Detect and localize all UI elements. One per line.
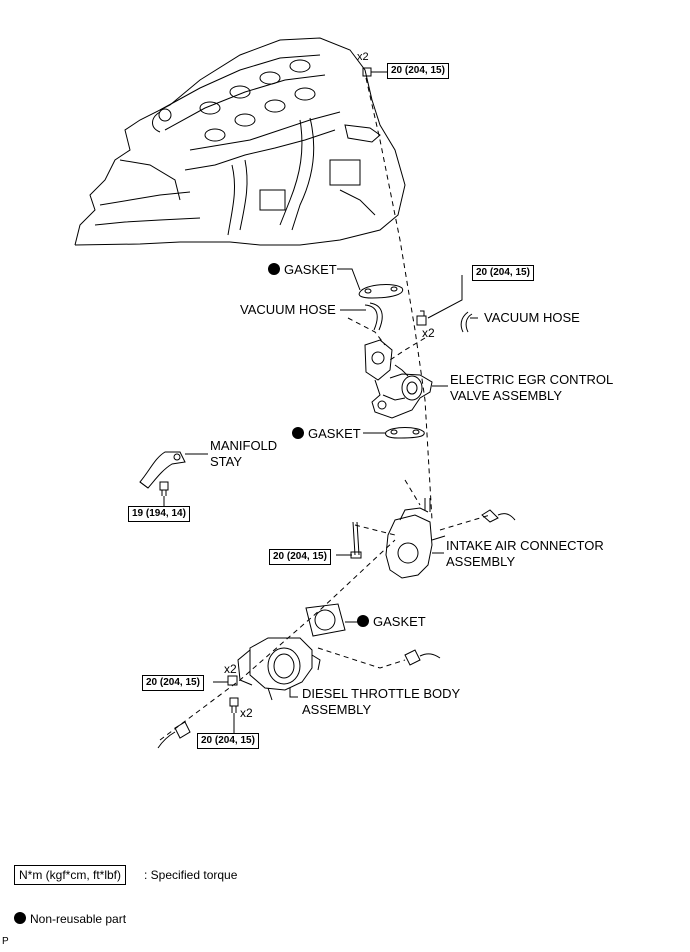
vacuum-hose-left-label: VACUUM HOSE	[240, 302, 336, 317]
throttle-nut-quantity: x2	[224, 662, 237, 676]
legend-torque-text: : Specified torque	[144, 868, 238, 882]
throttle-bolt-quantity: x2	[240, 706, 253, 720]
alignment-lines	[159, 77, 491, 741]
legend-nonreusable: Non-reusable part	[14, 911, 126, 927]
throttle-connector-illustration	[404, 649, 441, 666]
egr-bolt-quantity: x2	[422, 326, 435, 340]
nonreusable-marker-icon	[14, 912, 26, 924]
intake-connector-label-line1: INTAKE AIR CONNECTOR	[446, 538, 604, 553]
throttle-hose-illustration	[157, 721, 191, 749]
nonreusable-marker-icon	[292, 427, 304, 439]
nonreusable-marker-icon	[268, 263, 280, 275]
gasket-top-illustration	[358, 284, 404, 299]
throttle-nut-illustration	[227, 675, 238, 686]
egr-valve-illustration	[364, 339, 433, 419]
manifold-stay-label-line2: STAY	[210, 454, 243, 469]
egr-valve-label-line2: VALVE ASSEMBLY	[450, 388, 562, 403]
corner-mark: P	[2, 936, 9, 947]
manifold-stay-illustration	[139, 451, 186, 489]
throttle-body-label-line2: ASSEMBLY	[302, 702, 372, 717]
throttle-bolt-illustration	[229, 697, 239, 713]
top-nut-torque-spec: 20 (204, 15)	[387, 63, 449, 79]
gasket-bottom-illustration	[305, 603, 346, 637]
throttle-bolt-torque-spec: 20 (204, 15)	[197, 733, 259, 749]
vacuum-hose-right-illustration	[460, 311, 473, 333]
throttle-body-label-line1: DIESEL THROTTLE BODY	[302, 686, 461, 701]
egr-bolt-illustration	[416, 310, 427, 326]
nonreusable-marker-icon	[357, 615, 369, 627]
sensor-connector-illustration	[481, 509, 516, 523]
leader-lines	[163, 71, 478, 733]
vacuum-hose-right-label: VACUUM HOSE	[484, 310, 580, 325]
gasket-mid-label: GASKET	[292, 426, 361, 442]
gasket-mid-illustration	[385, 427, 425, 439]
intake-bolt-torque-spec: 20 (204, 15)	[269, 549, 331, 565]
manifold-stay-bolt-illustration	[159, 481, 169, 496]
vacuum-hose-left-illustration	[364, 302, 383, 331]
intake-connector-illustration	[385, 498, 446, 579]
legend-torque-box: N*m (kgf*cm, ft*lbf)	[14, 865, 127, 885]
egr-bolt-torque-spec: 20 (204, 15)	[472, 265, 534, 281]
intake-connector-label-line2: ASSEMBLY	[446, 554, 516, 569]
throttle-body-illustration	[237, 637, 321, 701]
intake-bolt-illustration	[350, 521, 362, 559]
gasket-top-label: GASKET	[268, 262, 337, 278]
egr-valve-label-line1: ELECTRIC EGR CONTROL	[450, 372, 614, 387]
manifold-stay-label-line1: MANIFOLD	[210, 438, 278, 453]
throttle-nut-torque-spec: 20 (204, 15)	[142, 675, 204, 691]
engine-block-illustration	[74, 37, 406, 246]
manifold-stay-torque-spec: 19 (194, 14)	[128, 506, 190, 522]
gasket-bottom-label: GASKET	[357, 614, 426, 630]
top-nut-quantity: x2	[357, 51, 369, 63]
